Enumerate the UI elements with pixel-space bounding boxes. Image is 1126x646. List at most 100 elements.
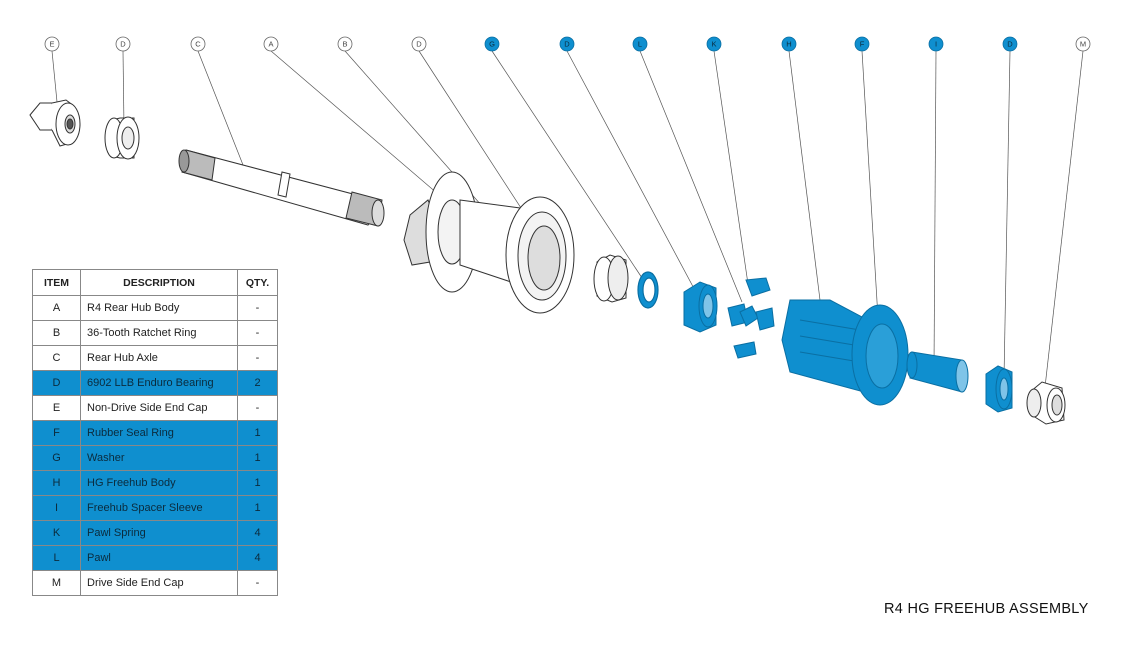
row-description: Freehub Spacer Sleeve <box>80 495 238 521</box>
callout-label: B <box>342 40 347 49</box>
callout-k: K <box>706 36 722 52</box>
table-header-row: ITEM DESCRIPTION QTY. <box>32 269 278 296</box>
row-description: Rubber Seal Ring <box>80 420 238 446</box>
leader-line <box>566 50 699 297</box>
callout-l: L <box>632 36 648 52</box>
part-d-bearing-center <box>593 254 629 303</box>
row-qty: 1 <box>237 470 278 496</box>
assembly-title: R4 HG FREEHUB ASSEMBLY <box>884 601 1089 617</box>
callout-label: A <box>268 40 273 49</box>
part-d-bearing-blue-left <box>683 281 718 333</box>
header-item: ITEM <box>32 269 81 296</box>
row-qty: 4 <box>237 545 278 571</box>
row-qty: - <box>237 295 278 321</box>
leader-line <box>1043 50 1084 397</box>
row-description: Pawl Spring <box>80 520 238 546</box>
callout-d: D <box>115 36 131 52</box>
part-e-end-cap <box>29 99 81 147</box>
row-item: B <box>32 320 81 346</box>
row-description: Rear Hub Axle <box>80 345 238 371</box>
row-item: F <box>32 420 81 446</box>
callout-label: C <box>195 40 201 49</box>
row-qty: - <box>237 570 278 596</box>
leader-line <box>639 50 743 303</box>
callout-m: M <box>1075 36 1091 52</box>
row-description: HG Freehub Body <box>80 470 238 496</box>
row-qty: 1 <box>237 420 278 446</box>
leader-line <box>933 50 937 369</box>
leader-line <box>491 50 651 291</box>
leader-line <box>1003 50 1011 379</box>
row-qty: 1 <box>237 445 278 471</box>
callout-h: H <box>781 36 797 52</box>
callout-c: C <box>190 36 206 52</box>
callout-label: E <box>49 40 54 49</box>
callout-e: E <box>44 36 60 52</box>
row-item: L <box>32 545 81 571</box>
part-a-hub-body <box>403 171 575 314</box>
callout-a: A <box>263 36 279 52</box>
callout-label: G <box>489 40 495 49</box>
callout-d: D <box>559 36 575 52</box>
callout-label: I <box>935 40 937 49</box>
row-item: I <box>32 495 81 521</box>
row-item: A <box>32 295 81 321</box>
row-qty: 1 <box>237 495 278 521</box>
leader-line <box>788 50 821 301</box>
part-i-spacer-sleeve <box>906 351 969 393</box>
callout-label: D <box>120 40 126 49</box>
row-qty: 2 <box>237 370 278 396</box>
callout-label: K <box>711 40 716 49</box>
row-item: E <box>32 395 81 421</box>
part-d-bearing-left <box>104 116 140 160</box>
row-description: 6902 LLB Enduro Bearing <box>80 370 238 396</box>
row-item: G <box>32 445 81 471</box>
callout-label: M <box>1080 40 1086 49</box>
callout-g: G <box>484 36 500 52</box>
callout-b: B <box>337 36 353 52</box>
row-description: Drive Side End Cap <box>80 570 238 596</box>
callout-label: L <box>638 40 642 49</box>
header-qty: QTY. <box>237 269 278 296</box>
leader-line <box>861 50 879 319</box>
callout-d: D <box>411 36 427 52</box>
callout-i: I <box>928 36 944 52</box>
part-k-l-pawls <box>727 277 775 359</box>
callout-label: F <box>860 40 865 49</box>
row-qty: - <box>237 395 278 421</box>
row-description: Non-Drive Side End Cap <box>80 395 238 421</box>
callout-label: D <box>416 40 422 49</box>
row-item: K <box>32 520 81 546</box>
leader-line <box>197 50 246 171</box>
leader-lines <box>51 50 1084 397</box>
leader-line <box>344 50 506 233</box>
row-item: D <box>32 370 81 396</box>
part-d-bearing-blue-right <box>985 365 1013 413</box>
row-qty: - <box>237 320 278 346</box>
row-description: Pawl <box>80 545 238 571</box>
header-description: DESCRIPTION <box>80 269 238 296</box>
row-item: C <box>32 345 81 371</box>
part-m-drive-end-cap <box>1026 381 1066 425</box>
part-g-washer <box>637 271 659 309</box>
row-description: 36-Tooth Ratchet Ring <box>80 320 238 346</box>
row-description: R4 Rear Hub Body <box>80 295 238 321</box>
callout-label: D <box>1007 40 1013 49</box>
row-item: H <box>32 470 81 496</box>
row-qty: - <box>237 345 278 371</box>
